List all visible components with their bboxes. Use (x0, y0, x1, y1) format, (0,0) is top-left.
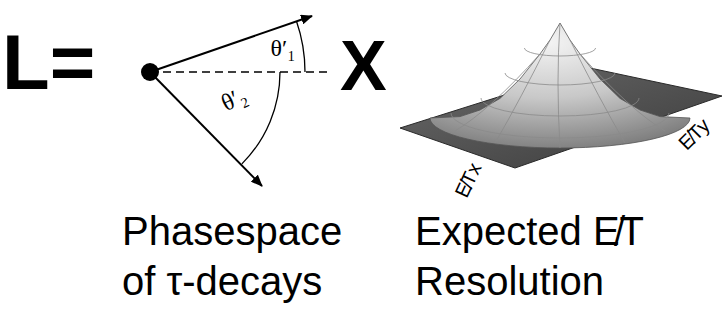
decay-arrow (150, 72, 262, 186)
axis-label: E̸Ty (674, 114, 714, 154)
angle-label: θ′₁ (270, 35, 295, 61)
axis-label: E̸Tx (451, 159, 486, 201)
decay-sketch (141, 16, 330, 186)
angle-label: θ′₂ (217, 82, 251, 117)
gaussian-surface (400, 23, 722, 168)
gaussian-bell (430, 23, 690, 148)
caption-text: Expected E̸T Resolution (415, 206, 715, 306)
equation-symbol: L= (2, 20, 95, 106)
caption-text: Phasespace of τ-decays (122, 206, 362, 306)
surface-mesh (451, 23, 669, 148)
operator-symbol: X (340, 28, 387, 105)
decay-arrow (150, 16, 312, 72)
angle-arc (297, 21, 306, 72)
reference-line (150, 71, 330, 73)
angle-arc (242, 72, 280, 164)
decay-vertex (141, 63, 159, 81)
